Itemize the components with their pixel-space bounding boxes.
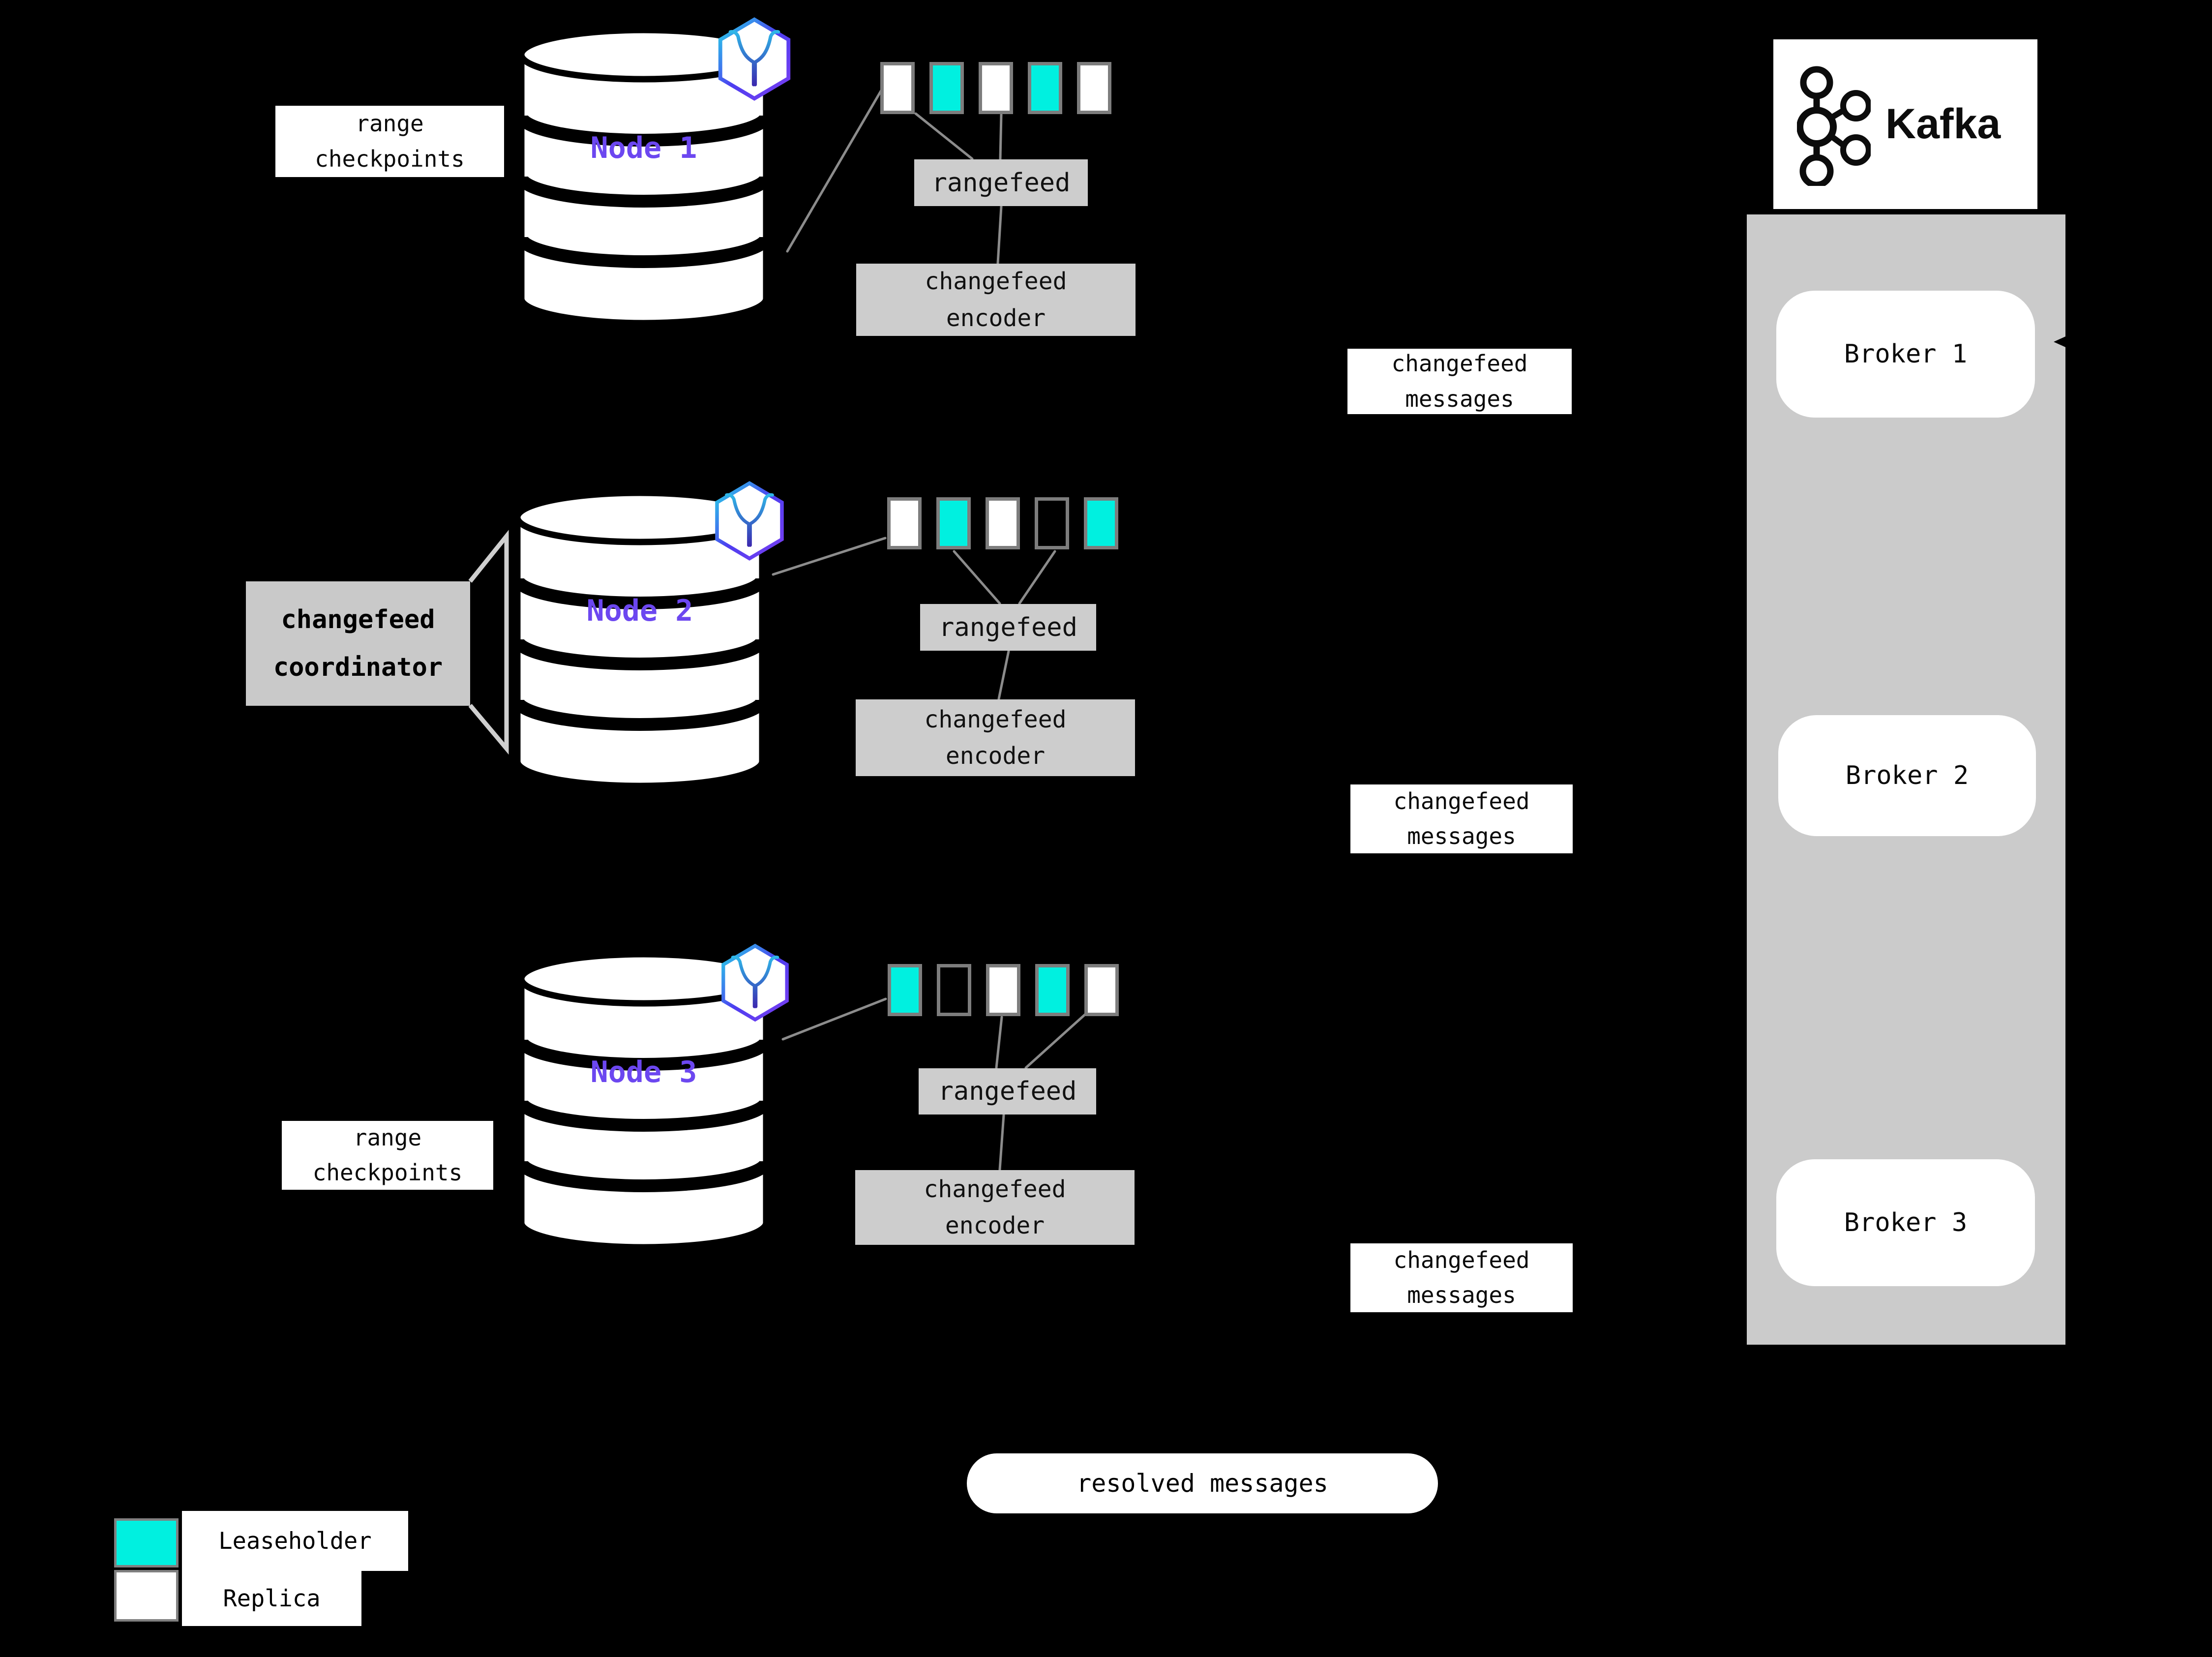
database-cylinder-icon: Node 3 — [515, 951, 773, 1251]
changefeed-messages-label: changefeed messages — [1347, 349, 1572, 414]
encoder-line1: changefeed — [924, 1175, 1066, 1203]
cockroachdb-logo-icon — [718, 17, 791, 101]
node-1-group: Node 1 — [515, 17, 791, 329]
rangefeed-box: rangefeed — [920, 604, 1096, 651]
replica-range-square — [1084, 964, 1119, 1016]
node-1-range-squares — [880, 62, 1111, 114]
legend-replica-swatch — [114, 1570, 179, 1622]
encoder-line1: changefeed — [925, 268, 1067, 296]
messages-line1: changefeed — [1393, 1246, 1530, 1273]
coordinator-flag-connector — [468, 530, 509, 755]
changefeed-coordinator-label: changefeed coordinator — [246, 581, 470, 706]
encoder-line1: changefeed — [924, 705, 1067, 733]
changefeed-encoder-box: changefeed encoder — [855, 1170, 1135, 1245]
resolved-messages-pill: resolved messages — [967, 1453, 1438, 1513]
replica-range-square — [986, 497, 1020, 549]
leaseholder-range-square — [929, 62, 964, 114]
kafka-logo-box: Kafka — [1773, 39, 2037, 209]
range-checkpoints-line1: range — [356, 110, 424, 137]
node-label: Node 2 — [587, 594, 693, 628]
node-label: Node 3 — [591, 1055, 697, 1089]
broker-3-box: Broker 3 — [1776, 1159, 2035, 1286]
changefeed-messages-label: changefeed messages — [1350, 784, 1573, 853]
encoder-line2: encoder — [945, 1212, 1045, 1239]
range-checkpoints-label: range checkpoints — [275, 106, 504, 177]
node-2-range-squares — [887, 497, 1118, 549]
messages-line2: messages — [1407, 823, 1516, 849]
replica-range-square — [887, 497, 922, 549]
node-label: Node 1 — [591, 131, 697, 165]
range-checkpoints-line2: checkpoints — [312, 1159, 463, 1186]
legend-leaseholder-swatch — [114, 1518, 179, 1567]
range-checkpoints-line2: checkpoints — [315, 145, 465, 172]
changefeed-encoder-box: changefeed encoder — [856, 264, 1136, 336]
replica-range-square — [880, 62, 915, 114]
kafka-logo-icon — [1797, 66, 1871, 186]
database-cylinder-icon: Node 1 — [515, 27, 773, 327]
replica-range-square — [986, 964, 1020, 1016]
node-3-group: Node 3 — [515, 943, 789, 1253]
broker-2-box: Broker 2 — [1778, 715, 2036, 836]
messages-line1: changefeed — [1391, 350, 1528, 377]
coordinator-line2: coordinator — [273, 652, 443, 682]
rangefeed-box: rangefeed — [919, 1068, 1096, 1115]
range-checkpoints-line1: range — [353, 1124, 422, 1151]
legend-leaseholder-label: Leaseholder — [182, 1511, 408, 1571]
coordinator-line1: changefeed — [281, 605, 435, 635]
kafka-wordmark: Kafka — [1885, 100, 2001, 148]
encoder-line2: encoder — [945, 742, 1046, 770]
encoder-line2: encoder — [946, 304, 1046, 332]
database-cylinder-icon: Node 2 — [511, 489, 769, 789]
leaseholder-range-square — [888, 964, 922, 1016]
messages-line2: messages — [1407, 1282, 1516, 1308]
messages-line1: changefeed — [1393, 787, 1530, 814]
node-3-range-squares — [888, 964, 1119, 1016]
leaseholder-range-square — [936, 497, 971, 549]
cockroachdb-logo-icon — [715, 481, 784, 561]
range-checkpoints-label: range checkpoints — [282, 1121, 493, 1190]
leaseholder-range-square — [1028, 62, 1062, 114]
leaseholder-range-square — [1084, 497, 1118, 549]
node-2-group: Node 2 — [511, 481, 784, 792]
messages-line2: messages — [1405, 385, 1514, 412]
leaseholder-range-square — [1035, 964, 1070, 1016]
empty-range-square — [937, 964, 971, 1016]
broker-1-box: Broker 1 — [1776, 291, 2035, 418]
changefeed-messages-label: changefeed messages — [1350, 1243, 1573, 1312]
replica-range-square — [979, 62, 1013, 114]
changefeed-encoder-box: changefeed encoder — [856, 699, 1135, 776]
replica-range-square — [1077, 62, 1111, 114]
rangefeed-box: rangefeed — [914, 159, 1088, 206]
cockroachdb-logo-icon — [721, 943, 789, 1022]
empty-range-square — [1035, 497, 1069, 549]
legend-replica-label: Replica — [182, 1571, 361, 1626]
